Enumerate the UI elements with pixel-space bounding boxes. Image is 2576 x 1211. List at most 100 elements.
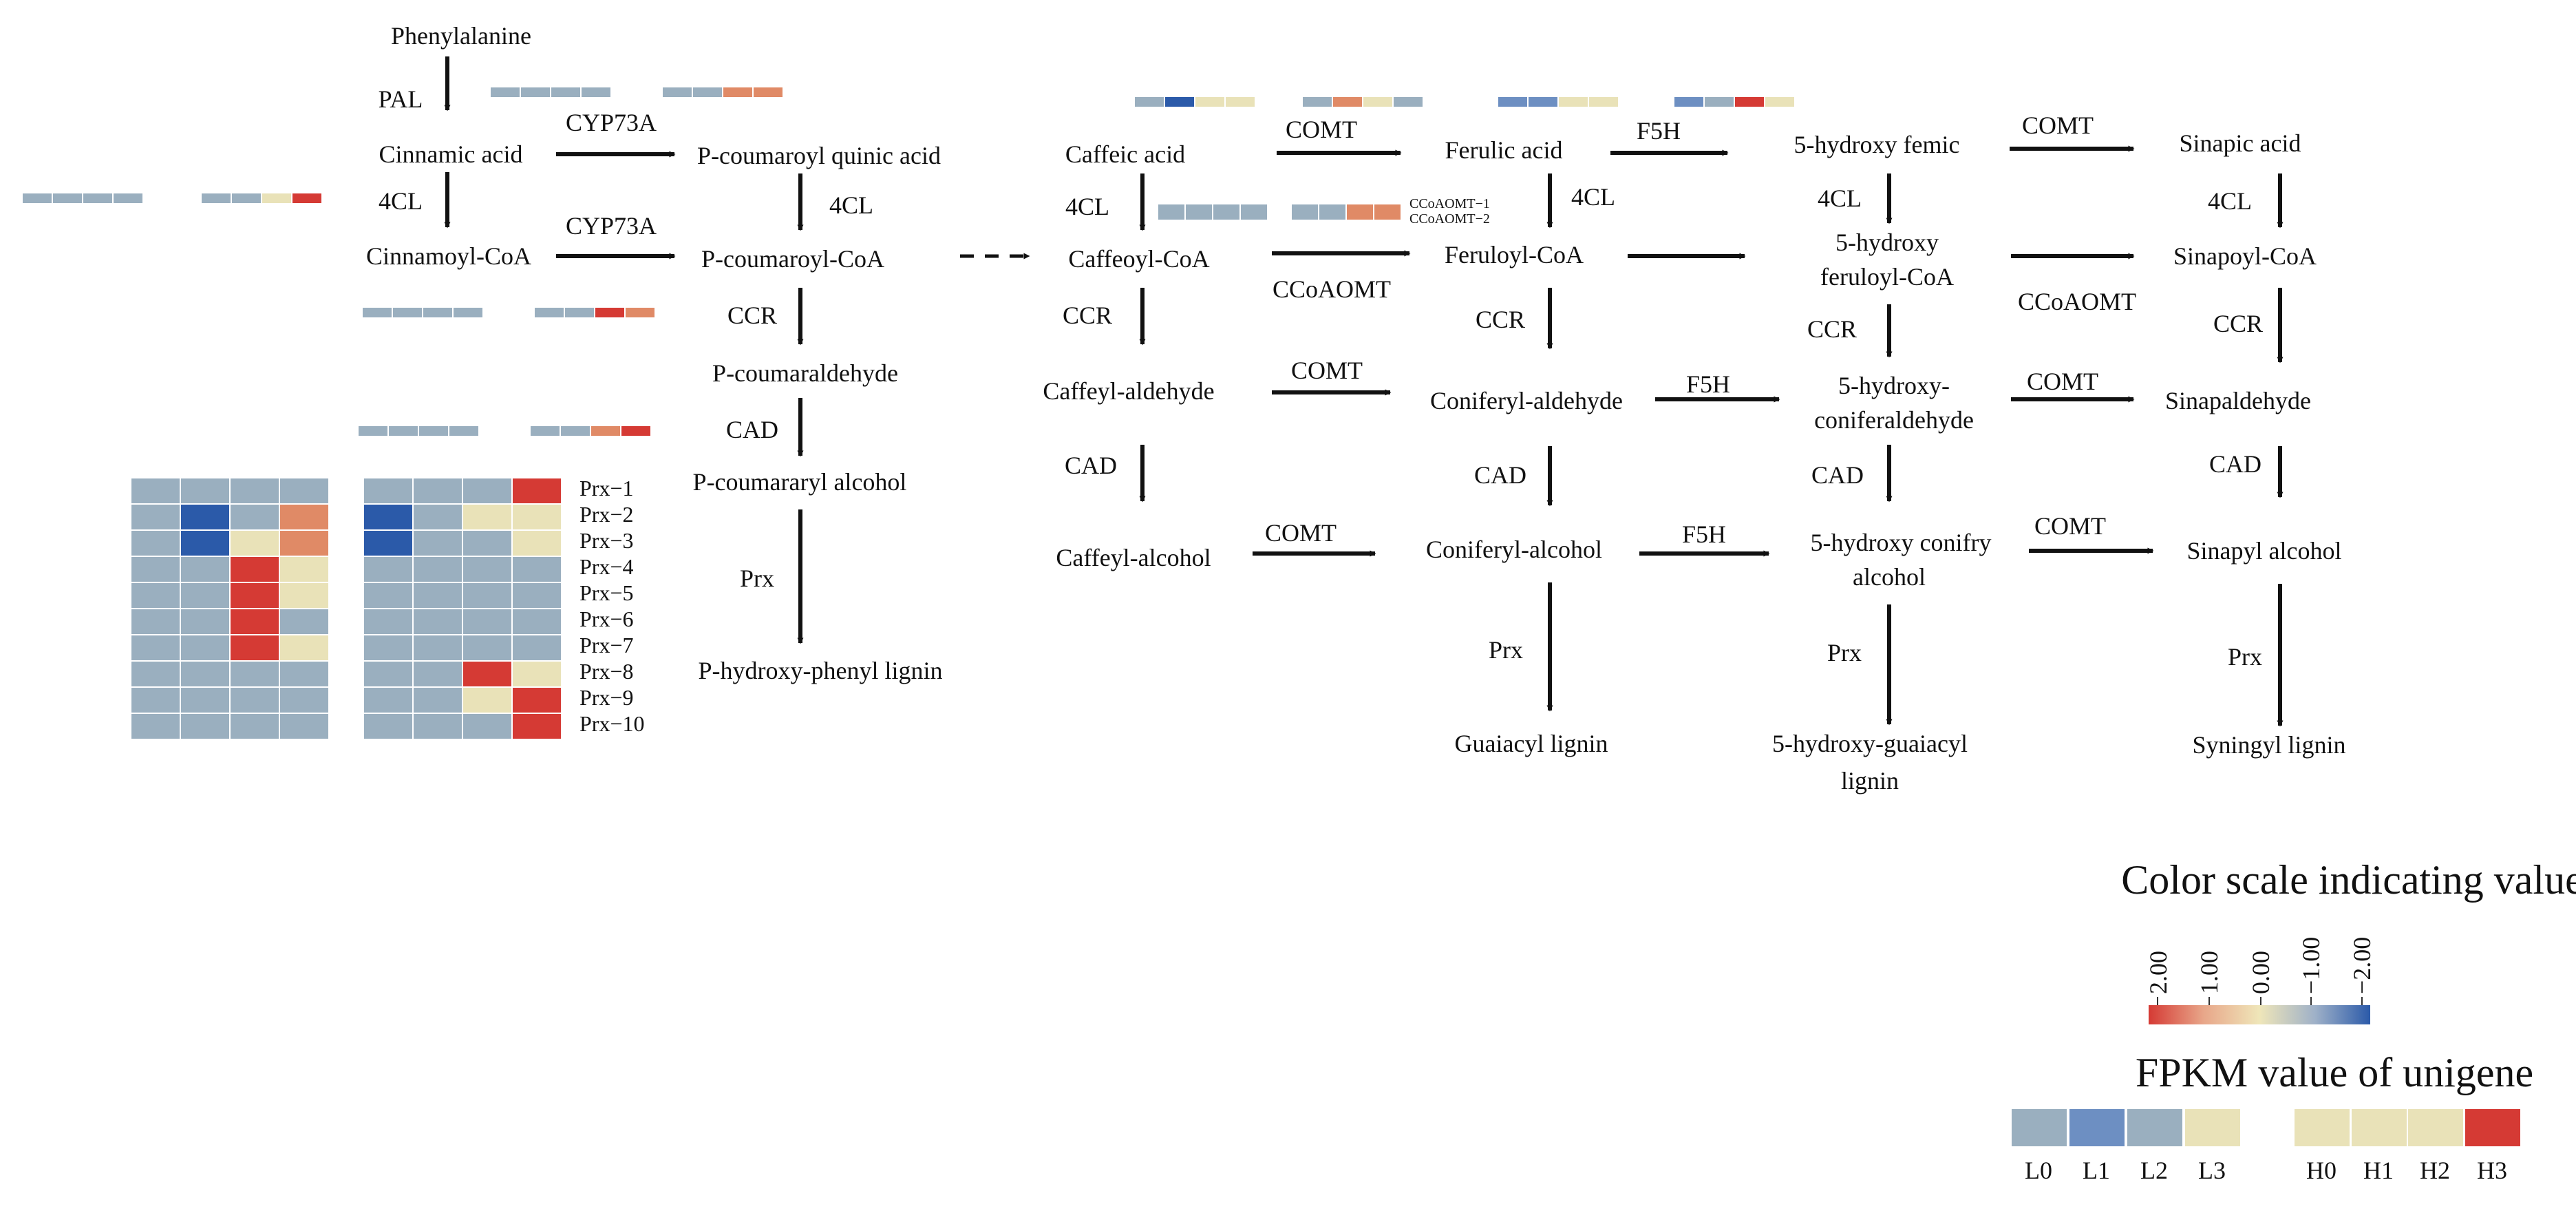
prx-label: Prx−3 — [579, 528, 634, 553]
enzyme-comt-caffeic: COMT — [1286, 116, 1357, 143]
heatmap-cell — [130, 660, 181, 688]
heatmap-cell — [229, 529, 280, 557]
expression-cell — [1318, 203, 1347, 221]
expression-cell — [1588, 96, 1619, 108]
heatmap-cell — [279, 529, 330, 557]
cad-strip — [357, 425, 652, 437]
comt1-strip — [1133, 96, 1424, 108]
prx-label: Prx−6 — [579, 607, 634, 631]
heatmap-cell — [180, 556, 231, 583]
expression-cell — [1345, 203, 1374, 221]
expression-cell — [418, 425, 449, 437]
enzyme-ccr-feruloyl: CCR — [1476, 306, 1525, 333]
cyp73a-strip — [21, 192, 323, 204]
scale-tick-label: −2.00 — [2348, 937, 2376, 994]
enzyme-4cl-sinapic: 4CL — [2208, 187, 2252, 215]
ccoaomt-strip — [1157, 203, 1402, 221]
heatmap-cell — [279, 713, 330, 740]
heatmap-cell — [412, 556, 463, 583]
heatmap-cell — [511, 582, 562, 609]
expression-cell — [361, 306, 393, 319]
enzyme-prx-h: Prx — [740, 565, 774, 592]
enzyme-comt-5hconalc: COMT — [2034, 512, 2106, 540]
prx-label: Prx−10 — [579, 711, 645, 736]
heatmap-cell — [130, 503, 181, 531]
heatmap-cell — [412, 608, 463, 635]
heatmap-cell — [363, 634, 414, 662]
compound-ferulic-acid: Ferulic acid — [1445, 136, 1563, 164]
heatmap-cell — [279, 503, 330, 531]
enzyme-pal: PAL — [379, 85, 423, 113]
compound-5-hydroxy-conifry-alcohol-line1: 5-hydroxy conifry — [1811, 529, 1992, 556]
enzyme-cad-h: CAD — [726, 416, 778, 443]
enzyme-cyp73a-top: CYP73A — [566, 109, 657, 136]
fpkm-label: H2 — [2420, 1157, 2450, 1184]
compound-guaiacyl-lignin: Guaiacyl lignin — [1455, 730, 1608, 757]
heatmap-cell — [180, 713, 231, 740]
enzyme-ccoaomt-caffeoyl: CCoAOMT — [1273, 275, 1391, 303]
heatmap-cell — [462, 503, 513, 531]
compound-cinnamoyl-coa: Cinnamoyl-CoA — [366, 242, 531, 270]
heatmap-cell — [279, 477, 330, 505]
heatmap-cell — [229, 660, 280, 688]
color-scale-title: Color scale indicating value — [2121, 857, 2576, 903]
prx-label: Prx−8 — [579, 659, 634, 684]
compound-cinnamic-acid: Cinnamic acid — [379, 140, 523, 168]
enzyme-f5h-coniferyl-alc: F5H — [1682, 520, 1726, 548]
heatmap-cell — [511, 686, 562, 714]
expression-cell — [1764, 96, 1796, 108]
fpkm-legend-cell — [2126, 1108, 2184, 1148]
expression-cell — [1557, 96, 1589, 108]
heatmap-cell — [363, 503, 414, 531]
heatmap-cell — [412, 477, 463, 505]
compound-p-coumaroyl-quinic-acid: P-coumaroyl quinic acid — [697, 142, 941, 169]
compound-p-coumaroyl-coa: P-coumaroyl-CoA — [701, 245, 884, 273]
expression-cell — [722, 86, 754, 98]
compound-5-hydroxy-guaiacyl-lignin-line2: lignin — [1841, 767, 1899, 794]
expression-cell — [1184, 203, 1213, 221]
prx-label: Prx−1 — [579, 476, 634, 501]
expression-cell — [1157, 203, 1186, 221]
expression-cell — [550, 86, 582, 98]
expression-cell — [1362, 96, 1394, 108]
prx-label: Prx−2 — [579, 502, 634, 527]
expression-cell — [620, 425, 652, 437]
heatmap-cell — [279, 556, 330, 583]
expression-cell — [82, 192, 114, 204]
heatmap-cell — [229, 634, 280, 662]
enzyme-ccr-5hferuloyl: CCR — [1807, 315, 1857, 343]
color-scale-bar — [2149, 1005, 2370, 1024]
fpkm-label: L2 — [2140, 1157, 2168, 1184]
prx-heatmap — [130, 477, 562, 740]
heatmap-cell — [229, 608, 280, 635]
prx-labels: Prx−1 Prx−2 Prx−3 Prx−4 Prx−5 Prx−6 Prx−… — [579, 476, 645, 736]
expression-cell — [1703, 96, 1735, 108]
compound-caffeoyl-coa: Caffeoyl-CoA — [1068, 245, 1209, 273]
heatmap-cell — [180, 634, 231, 662]
expression-cell — [291, 192, 323, 204]
heatmap-cell — [229, 582, 280, 609]
enzyme-comt-caffeyl-alc: COMT — [1265, 519, 1337, 547]
expression-cell — [580, 86, 612, 98]
prx-label: Prx−9 — [579, 685, 634, 710]
compound-caffeyl-aldehyde: Caffeyl-aldehyde — [1043, 377, 1214, 405]
fpkm-legend-cell — [2068, 1108, 2126, 1148]
scale-tick-label: 0.00 — [2247, 951, 2275, 994]
enzyme-ccoaomt-5hferuloyl: CCoAOMT — [2018, 288, 2136, 315]
pal-strip — [489, 86, 784, 98]
expression-cell — [1239, 203, 1268, 221]
expression-cell — [392, 306, 423, 319]
compound-p-coumaraldehyde: P-coumaraldehyde — [712, 359, 898, 387]
enzyme-f5h-coniferyl-ald: F5H — [1686, 370, 1730, 398]
compound-5-hydroxy-feruloyl-coa-line1: 5-hydroxy — [1835, 229, 1939, 256]
fpkm-legend: FPKM value of unigene L0 L1 L2 L3 H0 H1 … — [2010, 1050, 2533, 1184]
heatmap-cell — [180, 529, 231, 557]
heatmap-cell — [130, 686, 181, 714]
enzyme-cad-5hconald: CAD — [1811, 461, 1864, 489]
expression-cell — [1212, 203, 1241, 221]
fpkm-legend-cell — [2184, 1108, 2242, 1148]
enzyme-prx-coniferyl: Prx — [1489, 636, 1523, 664]
expression-cell — [422, 306, 454, 319]
enzyme-4cl-caffeic: 4CL — [1065, 193, 1109, 220]
expression-cell — [357, 425, 389, 437]
